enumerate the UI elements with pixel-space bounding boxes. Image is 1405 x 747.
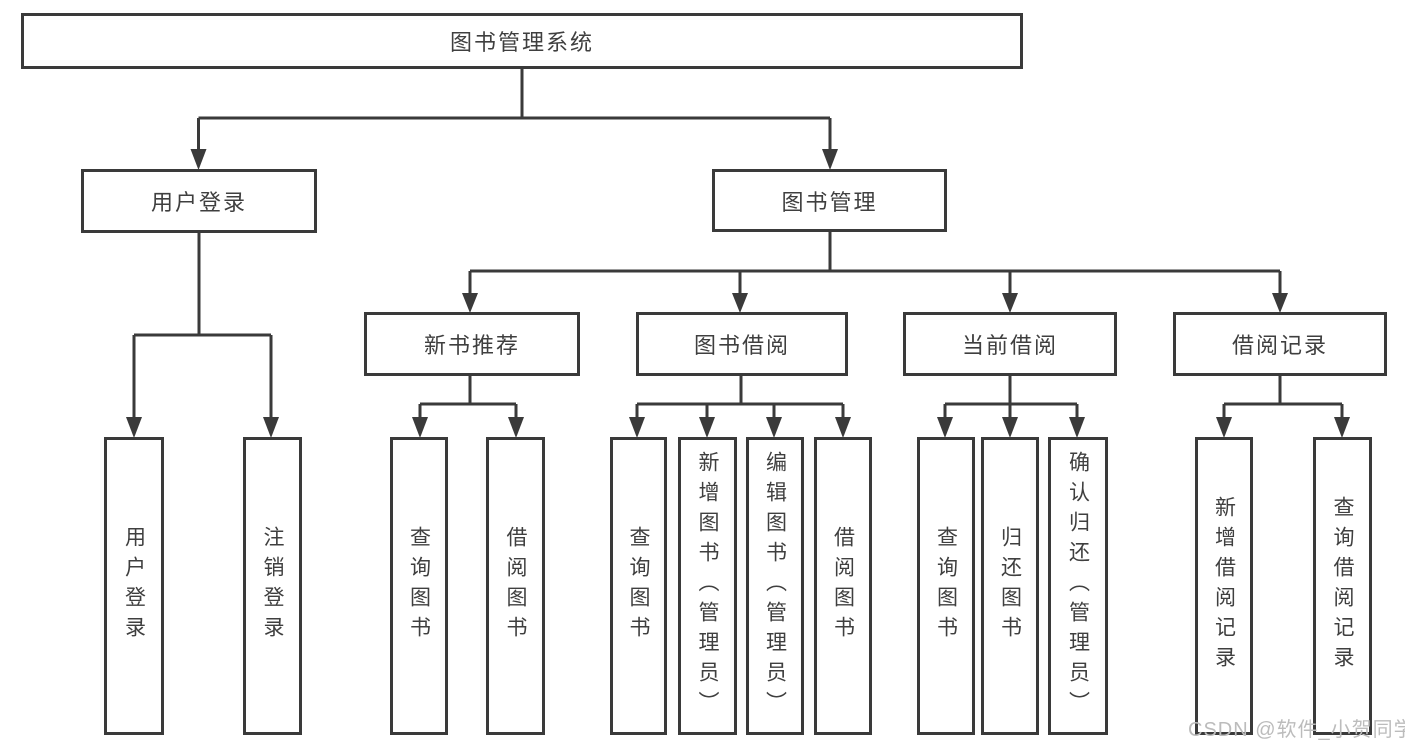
leaf-query-borrow-record: 查询借阅记录 <box>1313 437 1372 735</box>
leaf-user-login: 用户登录 <box>104 437 164 735</box>
leaf-query-book-current: 查询图书 <box>917 437 975 735</box>
node-root: 图书管理系统 <box>21 13 1023 69</box>
leaf-query-book-current-label: 查询图书 <box>934 526 958 646</box>
leaf-logout: 注销登录 <box>243 437 302 735</box>
leaf-query-book-recommend: 查询图书 <box>390 437 448 735</box>
arrowhead-icon <box>190 149 207 170</box>
arrowhead-icon <box>508 417 524 438</box>
node-current-borrow: 当前借阅 <box>903 312 1117 376</box>
node-user-login: 用户登录 <box>81 169 317 233</box>
arrowhead-icon <box>699 417 715 438</box>
arrowhead-icons <box>126 149 1350 438</box>
node-user-login-label: 用户登录 <box>150 190 247 215</box>
arrowhead-icon <box>766 417 782 438</box>
leaf-borrow-book-recommend: 借阅图书 <box>486 437 545 735</box>
leaf-confirm-return-admin-label: 确认归还（管理员） <box>1066 451 1090 721</box>
leaf-borrow-book: 借阅图书 <box>814 437 872 735</box>
node-current-borrow-label: 当前借阅 <box>961 333 1058 358</box>
arrowhead-icon <box>1216 417 1232 438</box>
leaf-query-borrow-record-label: 查询借阅记录 <box>1331 496 1354 676</box>
arrowhead-icon <box>732 293 748 313</box>
leaf-borrow-book-recommend-label: 借阅图书 <box>504 526 527 646</box>
arrowhead-icon <box>263 417 279 438</box>
leaf-add-borrow-record-label: 新增借阅记录 <box>1212 496 1236 676</box>
node-book-borrow-label: 图书借阅 <box>693 333 790 358</box>
arrowhead-icon <box>1272 293 1288 313</box>
arrowhead-icon <box>1002 293 1018 313</box>
node-new-book-recommend-label: 新书推荐 <box>423 333 520 358</box>
node-root-label: 图书管理系统 <box>449 30 594 55</box>
arrowhead-icon <box>412 417 428 438</box>
arrowhead-icon <box>462 293 478 313</box>
node-book-management: 图书管理 <box>712 169 947 232</box>
leaf-edit-book-admin-label: 编辑图书（管理员） <box>763 451 787 721</box>
leaf-add-book-admin-label: 新增图书（管理员） <box>696 451 719 721</box>
node-borrow-records-label: 借阅记录 <box>1231 333 1328 358</box>
arrowhead-icon <box>629 417 645 438</box>
leaf-user-login-label: 用户登录 <box>122 526 146 646</box>
leaf-confirm-return-admin: 确认归还（管理员） <box>1048 437 1108 735</box>
leaf-query-book-borrow-label: 查询图书 <box>627 526 650 646</box>
connector-path <box>132 69 1344 421</box>
node-borrow-records: 借阅记录 <box>1173 312 1387 376</box>
arrowhead-icon <box>835 417 851 438</box>
arrowhead-icon <box>822 149 838 170</box>
arrowhead-icon <box>937 417 953 438</box>
leaf-add-borrow-record: 新增借阅记录 <box>1195 437 1253 735</box>
leaf-edit-book-admin: 编辑图书（管理员） <box>746 437 804 735</box>
leaf-logout-label: 注销登录 <box>261 526 284 646</box>
leaf-add-book-admin: 新增图书（管理员） <box>678 437 737 735</box>
node-new-book-recommend: 新书推荐 <box>364 312 580 376</box>
node-book-borrow: 图书借阅 <box>636 312 848 376</box>
arrowhead-icon <box>126 417 142 438</box>
leaf-query-book-recommend-label: 查询图书 <box>407 526 431 646</box>
leaf-return-book-label: 归还图书 <box>998 526 1022 646</box>
arrowhead-icon <box>1334 417 1350 438</box>
leaf-return-book: 归还图书 <box>981 437 1039 735</box>
arrowhead-icon <box>1002 417 1018 438</box>
leaf-query-book-borrow: 查询图书 <box>610 437 667 735</box>
leaf-borrow-book-label: 借阅图书 <box>831 526 855 646</box>
arrowhead-icon <box>1069 417 1085 438</box>
node-book-management-label: 图书管理 <box>781 189 878 215</box>
watermark-text: CSDN @软件_小贺同学 <box>1188 719 1405 741</box>
